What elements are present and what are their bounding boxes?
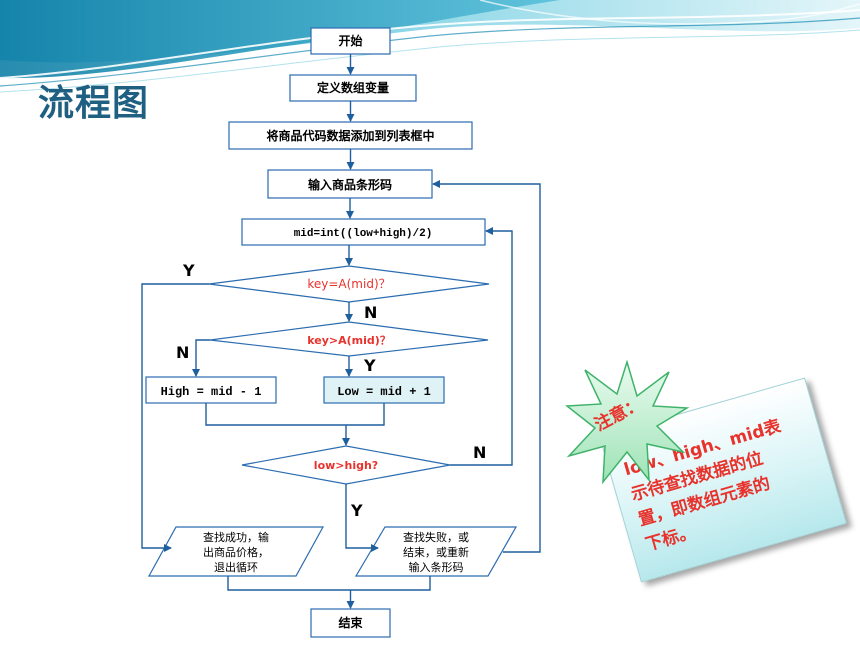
set-high-label: High = mid - 1 — [161, 385, 262, 399]
end-label: 结束 — [338, 615, 363, 630]
found-line-2: 出商品价格， — [203, 545, 269, 559]
decision-greater-label: key>A(mid)？ — [307, 334, 391, 347]
header-wave-decoration — [0, 0, 860, 93]
slide-title: 流程图 — [38, 83, 150, 124]
declare-node — [289, 74, 417, 102]
label-n-greater: N — [176, 343, 189, 362]
notfound-output-node — [354, 526, 518, 577]
found-line-3: 退出循环 — [214, 560, 258, 574]
starburst-badge — [565, 360, 690, 485]
start-node — [310, 27, 391, 55]
notfound-line-2: 结束，或重新 — [403, 545, 469, 559]
label-n-equal: N — [364, 303, 377, 322]
load-node — [228, 121, 473, 150]
label-y-greater: Y — [363, 356, 376, 375]
declare-label: 定义数组变量 — [317, 80, 389, 95]
load-label: 将商品代码数据添加到列表框中 — [266, 128, 434, 143]
end-node — [310, 608, 391, 638]
found-line-1: 查找成功，输 — [203, 530, 269, 544]
label-y-equal: Y — [182, 261, 195, 280]
calc-mid-node — [241, 218, 486, 246]
label-y-lowhigh: Y — [350, 501, 363, 520]
notfound-line-3: 输入条形码 — [409, 560, 464, 574]
input-node — [267, 169, 433, 199]
decision-equal-label: key=A(mid)？ — [307, 277, 390, 291]
input-label: 输入商品条形码 — [308, 177, 392, 192]
flow-connectors — [141, 54, 541, 609]
calc-mid-label: mid=int((low+high)/2) — [294, 228, 433, 240]
set-low-label: Low = mid + 1 — [337, 385, 431, 399]
found-output-node — [147, 526, 325, 577]
start-label: 开始 — [338, 33, 362, 48]
notfound-line-1: 查找失败，或 — [403, 530, 469, 544]
set-high-node — [145, 376, 277, 404]
decision-lowhigh-label: low>high? — [314, 459, 378, 472]
set-low-node — [323, 376, 445, 404]
label-n-lowhigh: N — [473, 443, 486, 462]
